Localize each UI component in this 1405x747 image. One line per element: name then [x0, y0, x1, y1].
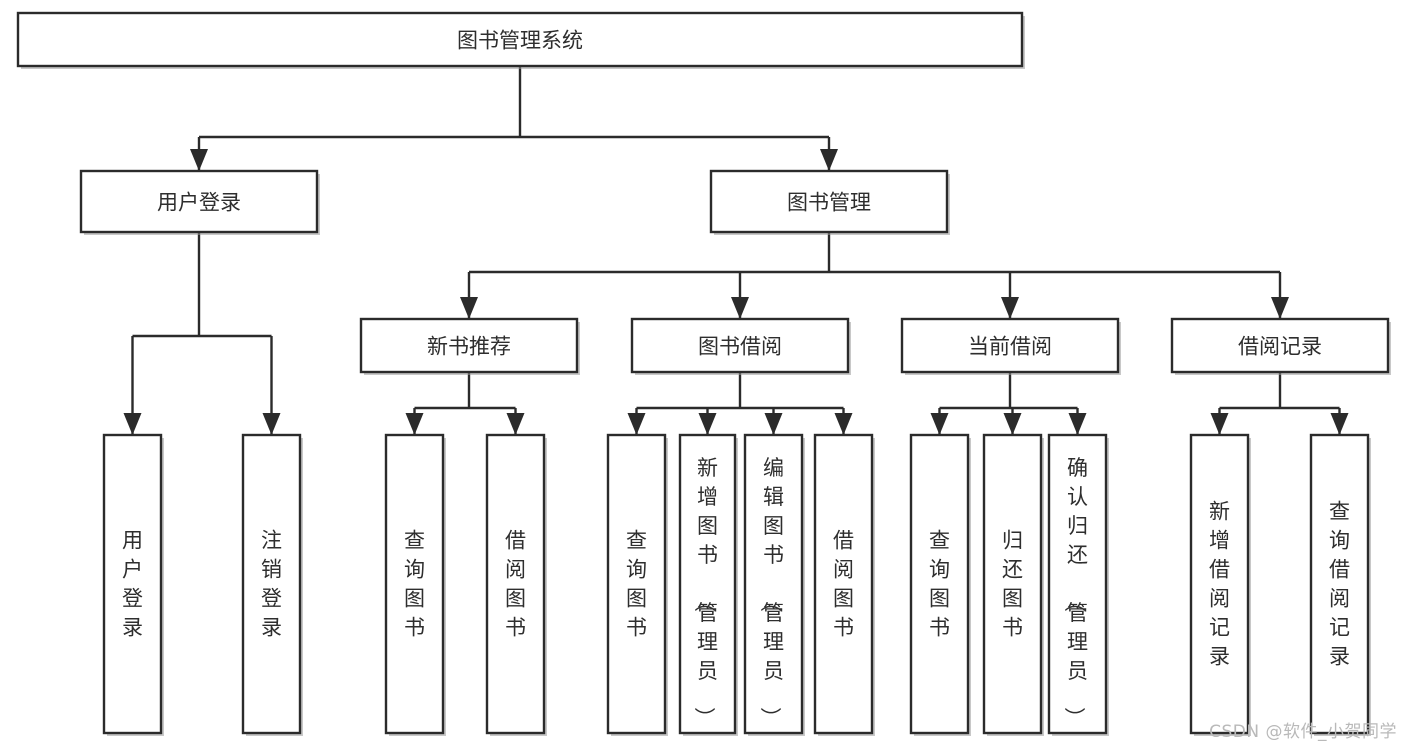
connector-layer [123, 66, 1349, 435]
node-box[interactable] [909, 433, 970, 735]
arrow-head-icon [764, 413, 783, 435]
node-box[interactable] [1189, 433, 1250, 735]
node-leaf-logout[interactable]: 注销登录 [241, 433, 303, 736]
node-label: 查询借阅记录 [1329, 500, 1350, 669]
node-leaf-edit-book[interactable]: 编辑图书（管理员） [743, 433, 805, 736]
arrow-head-icon [627, 413, 646, 435]
arrow-head-icon [834, 413, 853, 435]
node-box[interactable] [743, 433, 804, 735]
node-label: 新书推荐 [427, 335, 511, 359]
node-box[interactable] [813, 433, 874, 735]
node-new-book-rec[interactable]: 新书推荐 [359, 317, 580, 375]
node-label: 用户登录 [157, 191, 241, 215]
node-leaf-add-record[interactable]: 新增借阅记录 [1189, 433, 1251, 736]
arrow-head-icon [930, 413, 949, 435]
arrow-head-icon [262, 413, 281, 435]
node-label: 注销登录 [261, 529, 282, 640]
arrow-head-icon [1330, 413, 1349, 435]
node-label: 借阅图书 [833, 529, 854, 640]
node-book-manage[interactable]: 图书管理 [709, 169, 950, 235]
arrow-head-icon [405, 413, 424, 435]
arrow-head-icon [1271, 297, 1289, 319]
node-box[interactable] [900, 317, 1120, 374]
node-book-borrow[interactable]: 图书借阅 [630, 317, 851, 375]
node-label: 归还图书 [1002, 529, 1023, 640]
node-label: 确认归还（管理员） [1062, 456, 1088, 728]
arrow-head-icon [460, 297, 478, 319]
node-label: 当前借阅 [968, 335, 1052, 359]
node-label: 查询图书 [404, 529, 425, 640]
node-label: 编辑图书（管理员） [758, 456, 784, 728]
node-label: 图书管理 [787, 191, 871, 215]
node-label: 图书借阅 [698, 335, 782, 359]
node-box[interactable] [16, 11, 1024, 68]
node-root[interactable]: 图书管理系统 [16, 11, 1025, 69]
node-box[interactable] [1170, 317, 1390, 374]
node-label: 查询图书 [929, 529, 950, 640]
node-box[interactable] [79, 169, 319, 234]
node-box[interactable] [384, 433, 445, 735]
node-box[interactable] [241, 433, 302, 735]
node-label: 借阅记录 [1238, 335, 1322, 359]
node-leaf-user-login[interactable]: 用户登录 [102, 433, 164, 736]
node-label: 用户登录 [122, 529, 143, 640]
node-leaf-add-book[interactable]: 新增图书（管理员） [678, 433, 738, 736]
node-leaf-borrow-book-1[interactable]: 借阅图书 [485, 433, 547, 736]
arrow-head-icon [190, 149, 208, 171]
node-leaf-query-book-1[interactable]: 查询图书 [384, 433, 446, 736]
node-borrow-record[interactable]: 借阅记录 [1170, 317, 1391, 375]
node-label: 新增借阅记录 [1209, 500, 1230, 669]
node-leaf-query-book-2[interactable]: 查询图书 [606, 433, 668, 736]
node-leaf-return-book[interactable]: 归还图书 [982, 433, 1044, 736]
node-box[interactable] [485, 433, 546, 735]
node-leaf-query-book-3[interactable]: 查询图书 [909, 433, 971, 736]
node-label: 图书管理系统 [457, 29, 583, 53]
arrow-head-icon [1003, 413, 1022, 435]
node-label: 新增图书（管理员） [692, 456, 718, 728]
node-label: 借阅图书 [505, 529, 526, 640]
node-box[interactable] [630, 317, 850, 374]
node-user-login[interactable]: 用户登录 [79, 169, 320, 235]
node-box[interactable] [982, 433, 1043, 735]
arrow-head-icon [506, 413, 525, 435]
node-current-borrow[interactable]: 当前借阅 [900, 317, 1121, 375]
node-leaf-confirm-return[interactable]: 确认归还（管理员） [1047, 433, 1109, 736]
node-leaf-query-record[interactable]: 查询借阅记录 [1309, 433, 1371, 736]
arrow-head-icon [1210, 413, 1229, 435]
node-box[interactable] [709, 169, 949, 234]
node-box[interactable] [102, 433, 163, 735]
arrow-head-icon [1068, 413, 1087, 435]
arrow-head-icon [1001, 297, 1019, 319]
arrow-head-icon [731, 297, 749, 319]
node-box[interactable] [1309, 433, 1370, 735]
arrow-head-icon [123, 413, 142, 435]
watermark: CSDN @软件_小贺同学 [1209, 722, 1397, 742]
node-box[interactable] [678, 433, 737, 735]
arrow-head-icon [820, 149, 838, 171]
node-box[interactable] [606, 433, 667, 735]
node-box[interactable] [1047, 433, 1108, 735]
node-box[interactable] [359, 317, 579, 374]
arrow-head-icon [698, 413, 717, 435]
node-layer: 图书管理系统用户登录图书管理新书推荐图书借阅当前借阅借阅记录用户登录注销登录查询… [16, 11, 1391, 736]
node-label: 查询图书 [626, 529, 647, 640]
node-leaf-borrow-book-2[interactable]: 借阅图书 [813, 433, 875, 736]
